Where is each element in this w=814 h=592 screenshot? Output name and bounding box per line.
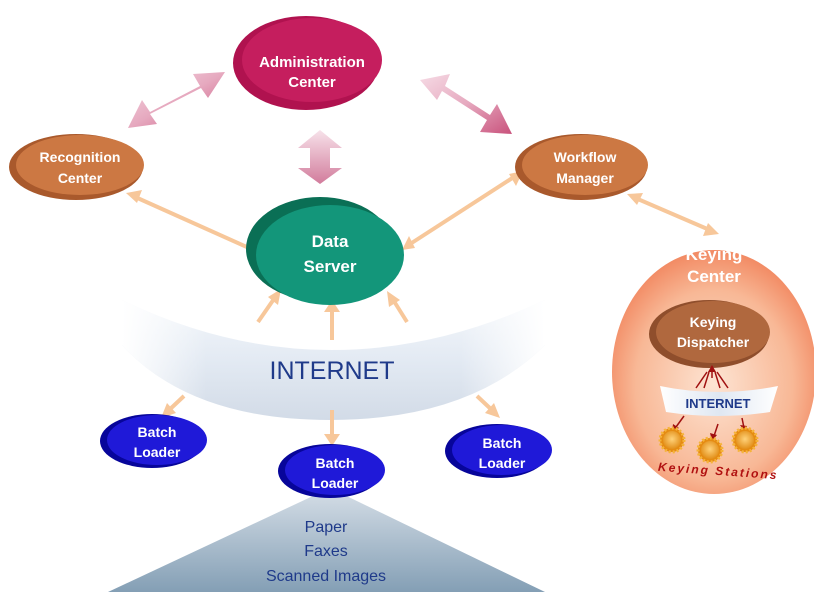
batch-loader-right-label-1: Batch	[483, 435, 522, 451]
internet-main-label: INTERNET	[270, 357, 395, 385]
sources-fan	[108, 488, 545, 592]
batch-loader-center-label-1: Batch	[316, 455, 355, 471]
batch-loader-right-label-2: Loader	[479, 455, 526, 471]
batch-loader-right-node[interactable]: Batch Loader	[445, 424, 552, 478]
internet-band	[122, 300, 545, 420]
keying-internet-label: INTERNET	[686, 396, 751, 411]
keying-dispatcher-label-2: Dispatcher	[677, 334, 750, 350]
batch-loader-left-node[interactable]: Batch Loader	[100, 414, 207, 468]
recognition-center-label-2: Center	[58, 170, 103, 186]
batch-loader-center-node[interactable]: Batch Loader	[278, 444, 385, 498]
batch-loader-left-label-1: Batch	[138, 424, 177, 440]
workflow-manager-label-1: Workflow	[554, 149, 617, 165]
batch-loader-center-label-2: Loader	[312, 475, 359, 491]
source-faxes-label: Faxes	[304, 543, 348, 560]
sources-labels: Paper Faxes Scanned Images	[266, 519, 386, 585]
data-server-label-1: Data	[312, 232, 349, 251]
keying-internet-band	[660, 386, 778, 416]
workflow-manager-node[interactable]: Workflow Manager	[515, 134, 648, 200]
admin-workflow-arrow	[420, 74, 512, 134]
data-server-label-2: Server	[304, 257, 357, 276]
keying-station-icon	[658, 426, 686, 454]
keying-center-label-2: Center	[687, 267, 741, 286]
keying-station-icons	[658, 426, 759, 464]
batch-loader-left-label-2: Loader	[134, 444, 181, 460]
data-server-node[interactable]: Data Server	[246, 197, 404, 305]
administration-center-label-1: Administration	[259, 54, 365, 71]
keying-dispatcher-node[interactable]: Keying Dispatcher	[649, 300, 770, 368]
keying-dispatcher-label-1: Keying	[690, 314, 737, 330]
keying-center-label-1: Keying	[686, 245, 743, 264]
admin-recognition-arrow	[128, 72, 225, 128]
admin-data-server-arrow	[298, 130, 342, 184]
recognition-center-label-1: Recognition	[40, 149, 121, 165]
source-scanned-images-label: Scanned Images	[266, 568, 386, 585]
keying-dispatch-arrows	[672, 365, 747, 441]
keying-station-icon	[696, 436, 724, 464]
recognition-center-node[interactable]: Recognition Center	[9, 134, 144, 200]
keying-station-icon	[731, 426, 759, 454]
administration-center-label-2: Center	[288, 74, 336, 91]
workflow-manager-label-2: Manager	[556, 170, 614, 186]
administration-center-node[interactable]: Administration Center	[233, 16, 382, 110]
source-paper-label: Paper	[305, 519, 348, 536]
